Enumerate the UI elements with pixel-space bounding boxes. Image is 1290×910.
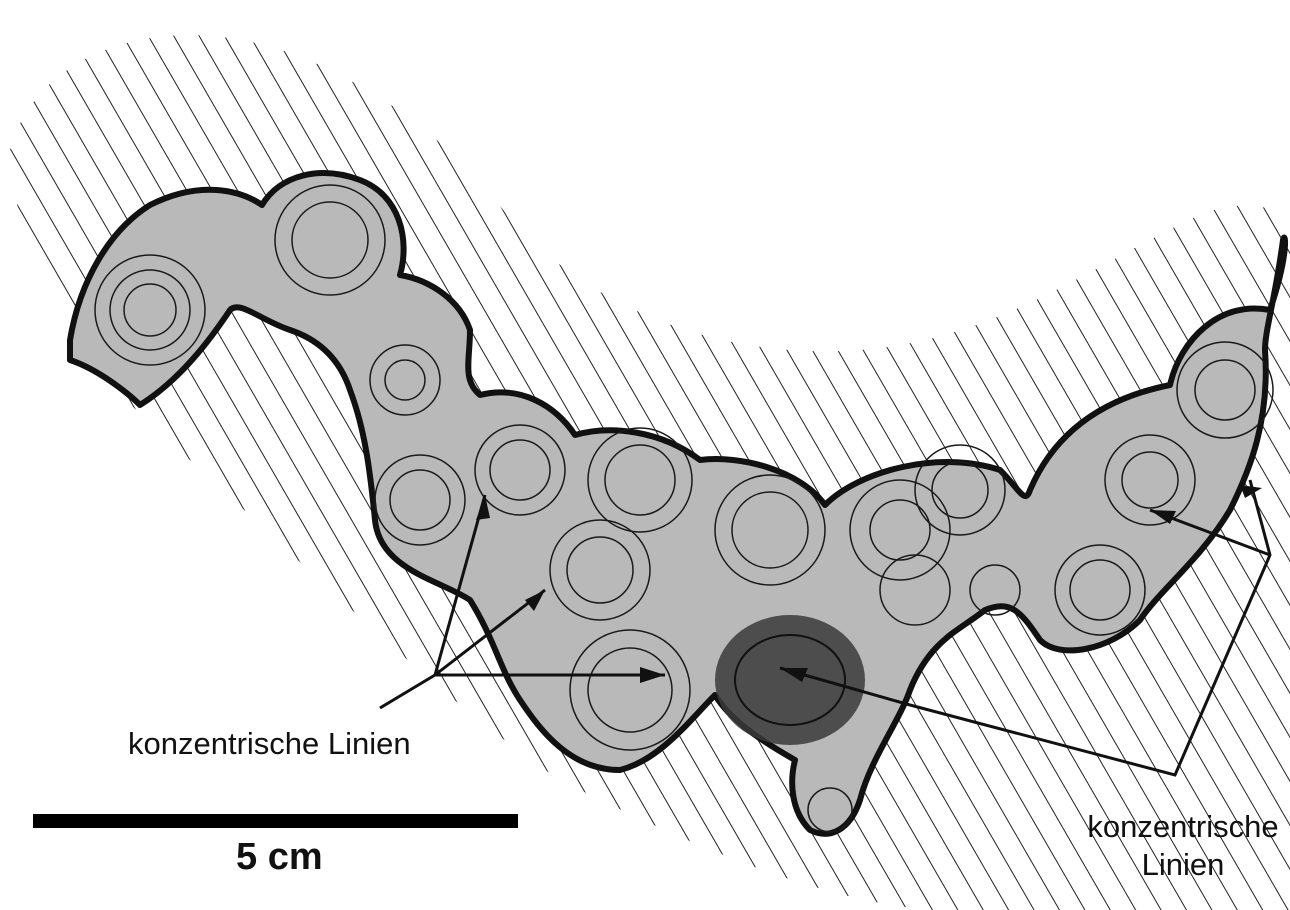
dark-nodule [715, 615, 865, 745]
scale-bar-label: 5 cm [236, 836, 323, 879]
annotation-label-right: konzentrische Linien [1078, 808, 1288, 884]
annotation-label-right-line1: konzentrische [1078, 808, 1288, 846]
scale-bar [33, 814, 518, 828]
annotation-label-right-line2: Linien [1078, 846, 1288, 884]
annotation-label-left: konzentrische Linien [128, 726, 411, 762]
